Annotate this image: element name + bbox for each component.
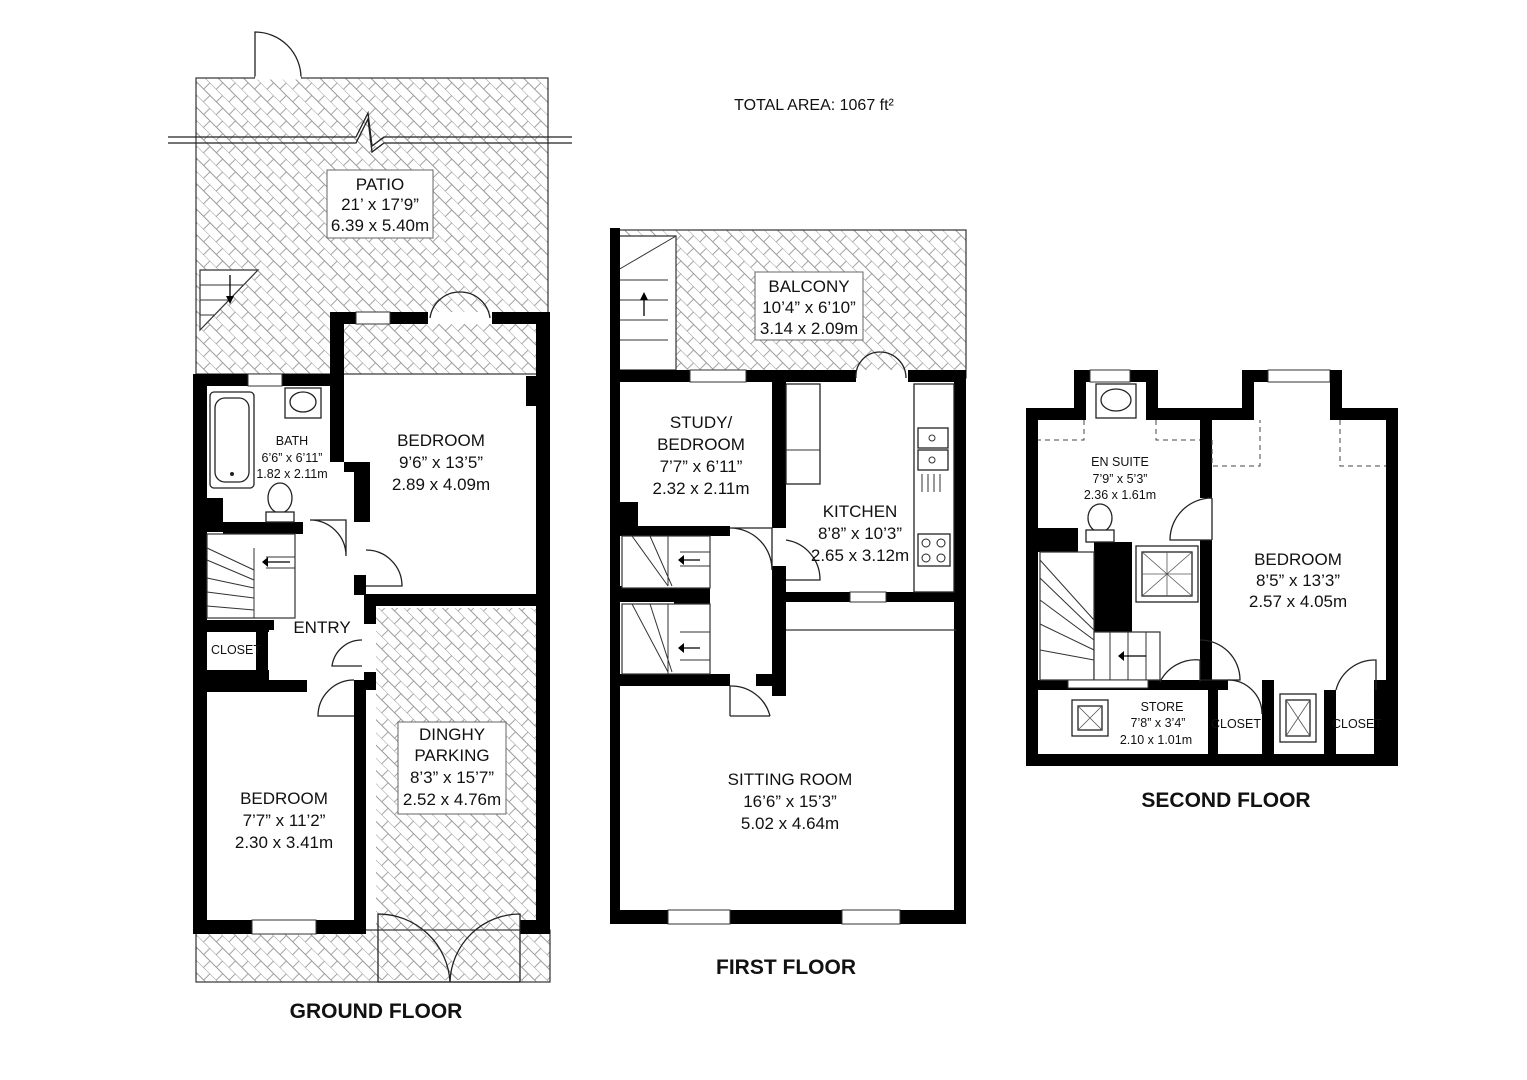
- sitting-imperial: 16’6” x 15’3”: [743, 792, 837, 811]
- ground-stairs-icon: [206, 533, 296, 619]
- shower-icon: [1135, 545, 1199, 603]
- ensuite-basin-icon: [1095, 383, 1137, 419]
- balcony-name: BALCONY: [768, 277, 849, 296]
- second-stairs-icon: [1039, 551, 1161, 689]
- bath-door-icon: [309, 519, 347, 557]
- closet-door-icon: [1335, 659, 1377, 691]
- balcony-metric: 3.14 x 2.09m: [760, 319, 858, 338]
- bedroom-b-imperial: 7’7” x 11’2”: [243, 811, 326, 830]
- study-name-1: STUDY/: [670, 413, 733, 432]
- bedroom-a-metric: 2.89 x 4.09m: [392, 475, 490, 494]
- bedroom-b-metric: 2.30 x 3.41m: [235, 833, 333, 852]
- kitchen-door-icon: [785, 539, 821, 581]
- entry-door-icon: [331, 639, 363, 667]
- bath-imperial: 6’6” x 6’11”: [262, 451, 323, 465]
- bath-name: BATH: [276, 434, 308, 448]
- first-stairs-icon: [621, 535, 711, 675]
- ensuite-toilet-icon: [1085, 503, 1115, 543]
- bedroom-door-icon: [365, 549, 403, 587]
- closet-2-name: CLOSET: [1332, 717, 1382, 731]
- ensuite-imperial: 7’9” x 5’3”: [1093, 472, 1148, 486]
- dinghy-name-1: DINGHY: [419, 725, 485, 744]
- store-metric: 2.10 x 1.01m: [1120, 733, 1192, 747]
- bedroom-b-name: BEDROOM: [240, 789, 328, 808]
- ground-floor-plan: PATIO 21’ x 17’9” 6.39 x 5.40m BATH 6’6”…: [168, 31, 572, 1023]
- sitting-metric: 5.02 x 4.64m: [741, 814, 839, 833]
- kitchen-name: KITCHEN: [823, 502, 898, 521]
- patio-steps-icon: [199, 269, 260, 332]
- dinghy-metric: 2.52 x 4.76m: [403, 790, 501, 809]
- toilet-icon: [265, 482, 295, 523]
- balcony-door-icon: [855, 351, 907, 379]
- study-name-2: BEDROOM: [657, 435, 745, 454]
- hob-icon: [917, 533, 951, 567]
- dinghy-name-2: PARKING: [414, 746, 489, 765]
- first-floor-label: FIRST FLOOR: [716, 956, 856, 979]
- store-door-icon: [1159, 659, 1201, 683]
- balcony-stairs-icon: [617, 235, 677, 371]
- study-door-icon: [729, 527, 773, 571]
- closet-name: CLOSET: [211, 643, 261, 657]
- total-area-label: TOTAL AREA: 1067 ft²: [734, 97, 894, 114]
- bedroom-a-imperial: 9’6” x 13’5”: [399, 453, 483, 472]
- study-imperial: 7’7” x 6’11”: [660, 457, 743, 476]
- second-floor-label: SECOND FLOOR: [1141, 789, 1310, 812]
- ensuite-name: EN SUITE: [1091, 455, 1149, 469]
- first-floor-plan: BALCONY 10’4” x 6’10” 3.14 x 2.09m STUDY…: [610, 228, 967, 979]
- french-door-icon: [429, 291, 491, 319]
- balcony-imperial: 10’4” x 6’10”: [762, 298, 856, 317]
- closet-1-name: CLOSET: [1211, 717, 1261, 731]
- store-imperial: 7’8” x 3’4”: [1131, 716, 1186, 730]
- kitchen-metric: 2.65 x 3.12m: [811, 546, 909, 565]
- study-metric: 2.32 x 2.11m: [652, 479, 749, 498]
- entry-name: ENTRY: [293, 618, 350, 637]
- ensuite-metric: 2.36 x 1.61m: [1084, 488, 1156, 502]
- skylight-icon: [1071, 699, 1109, 737]
- skylight-icon: [1279, 693, 1317, 743]
- second-bedroom-name: BEDROOM: [1254, 550, 1342, 569]
- patio-imperial: 21’ x 17’9”: [341, 195, 419, 214]
- bathtub-icon: [209, 391, 255, 489]
- closet-door-icon: [1227, 679, 1263, 715]
- second-bedroom-metric: 2.57 x 4.05m: [1249, 592, 1347, 611]
- patio-metric: 6.39 x 5.40m: [331, 216, 429, 235]
- ground-floor-label: GROUND FLOOR: [290, 1000, 463, 1023]
- bedroom-a-name: BEDROOM: [397, 431, 485, 450]
- bath-metric: 1.82 x 2.11m: [256, 467, 327, 481]
- second-floor-plan: EN SUITE 7’9” x 5’3” 2.36 x 1.61m BEDROO…: [1026, 369, 1398, 812]
- sitting-name: SITTING ROOM: [728, 770, 853, 789]
- bedroom-door-icon: [1199, 639, 1241, 681]
- dinghy-imperial: 8’3” x 15’7”: [410, 768, 494, 787]
- basin-icon: [284, 387, 322, 419]
- sitting-door-icon: [729, 685, 771, 717]
- bedroom-b-door-icon: [317, 679, 355, 717]
- store-name: STORE: [1141, 700, 1184, 714]
- patio-name: PATIO: [356, 175, 405, 194]
- garage-doors-icon: [377, 913, 521, 983]
- kitchen-imperial: 8’8” x 10’3”: [818, 524, 902, 543]
- ensuite-door-icon: [1169, 497, 1213, 541]
- second-bedroom-imperial: 8’5” x 13’3”: [1256, 571, 1340, 590]
- patio-gate-icon: [254, 31, 302, 79]
